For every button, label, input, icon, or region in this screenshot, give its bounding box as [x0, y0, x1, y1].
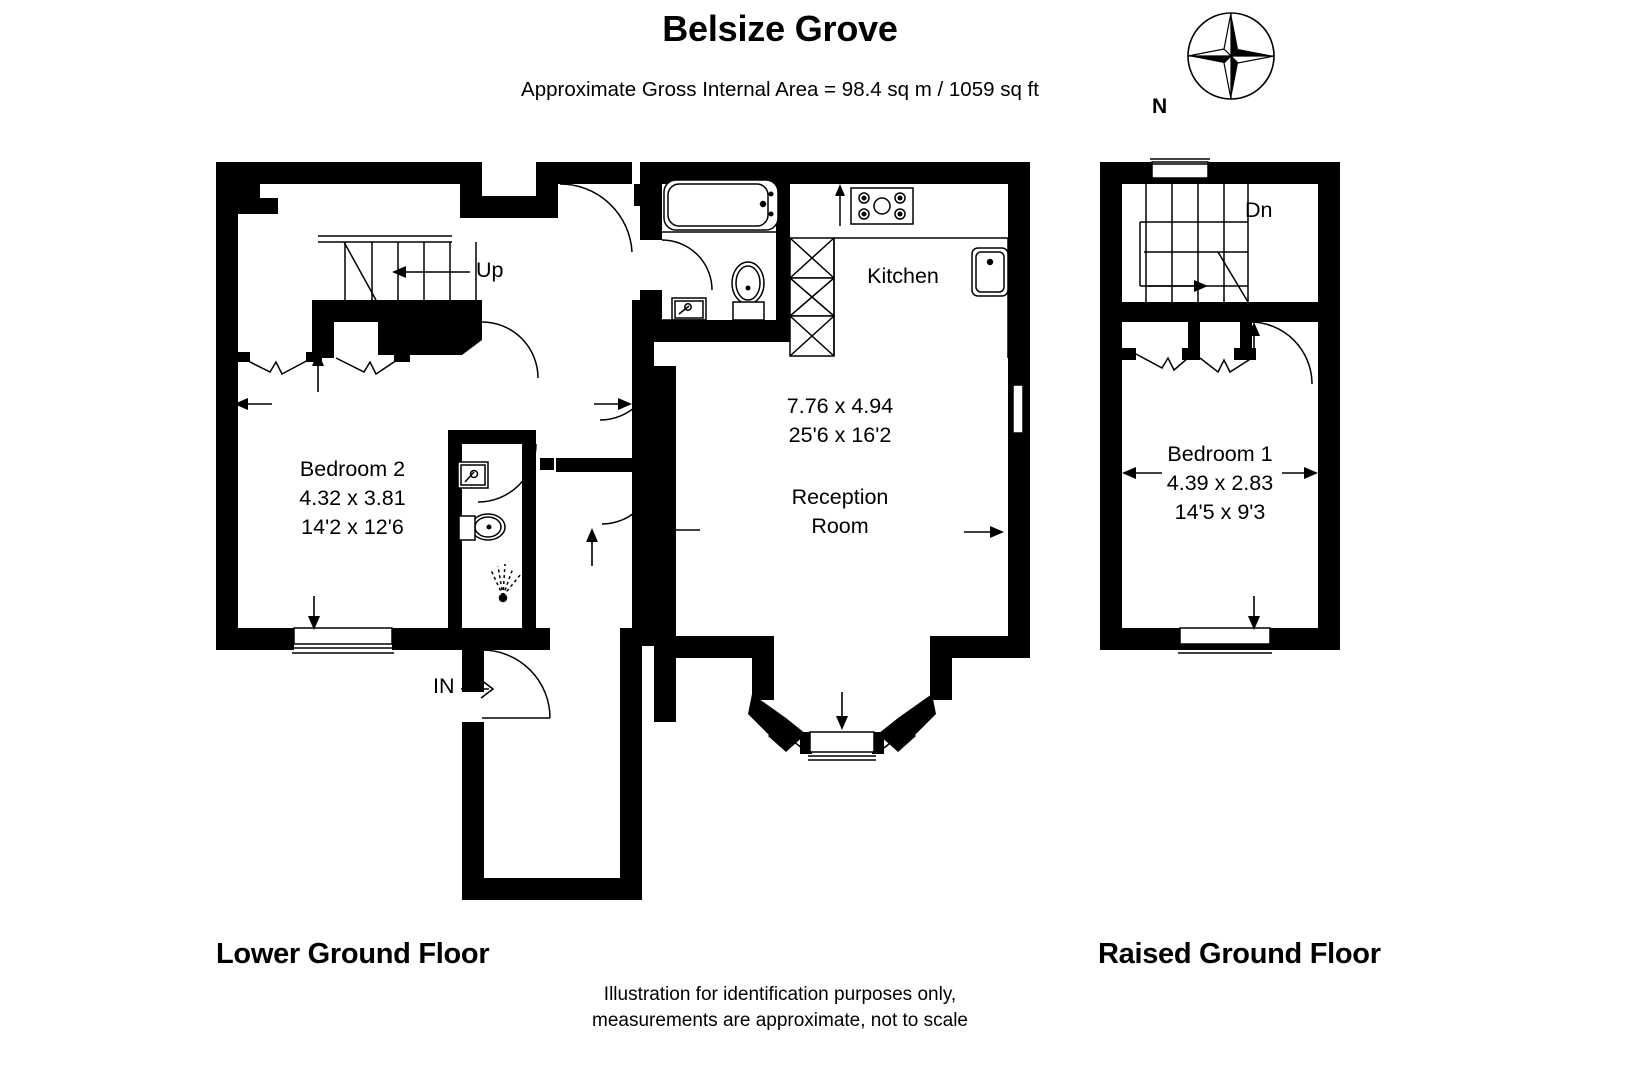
room-dimensions-reception: 7.76 x 4.94 25'6 x 16'2: [720, 392, 960, 450]
stair-down-label: Dn: [1245, 198, 1273, 222]
disclaimer-line-1: Illustration for identification purposes…: [603, 984, 957, 1005]
entrance-arrow-icon: [461, 679, 495, 699]
disclaimer-line-2: measurements are approximate, not to sca…: [592, 1009, 968, 1031]
stair-up-label: Up: [476, 258, 504, 282]
entrance-label: IN: [433, 674, 455, 698]
page-title: Belsize Grove: [662, 8, 898, 49]
room-metric: 7.76 x 4.94: [786, 394, 894, 418]
room-label-kitchen: Kitchen: [828, 262, 978, 291]
compass-north-label: N: [1152, 95, 1168, 118]
room-name: Bedroom 1: [1167, 442, 1273, 466]
room-name-line-2: Room: [811, 514, 869, 539]
room-label-bedroom-2: Bedroom 2 4.32 x 3.81 14'2 x 12'6: [235, 455, 470, 542]
disclaimer: Illustration for identification purposes…: [0, 982, 1560, 1033]
lower-ground-dimension-arrows: [234, 352, 1004, 730]
floor-label-raised-ground: Raised Ground Floor: [1098, 938, 1381, 970]
lower-ground-floor-plan: [216, 158, 1340, 900]
room-name: Kitchen: [867, 264, 939, 288]
raised-ground-details: [1135, 158, 1313, 654]
room-imperial: 25'6 x 16'2: [788, 423, 892, 448]
room-imperial: 14'5 x 9'3: [1174, 500, 1266, 525]
raised-ground-walls: [1100, 162, 1340, 650]
room-label-bedroom-1: Bedroom 1 4.39 x 2.83 14'5 x 9'3: [1105, 440, 1335, 527]
room-imperial: 14'2 x 12'6: [301, 515, 404, 540]
compass-rose-icon: [1168, 8, 1298, 128]
room-name: Bedroom 2: [299, 457, 406, 481]
room-metric: 4.32 x 3.81: [299, 486, 406, 511]
raised-ground-dimension-arrows: [1122, 322, 1318, 630]
lower-ground-walls: [216, 162, 1030, 900]
room-name-line-1: Reception: [791, 485, 889, 509]
room-metric: 4.39 x 2.83: [1166, 471, 1274, 496]
room-label-reception: Reception Room: [720, 483, 960, 541]
lower-ground-details: [236, 179, 1024, 761]
floor-label-lower-ground: Lower Ground Floor: [216, 938, 490, 970]
area-note: Approximate Gross Internal Area = 98.4 s…: [521, 78, 1039, 101]
